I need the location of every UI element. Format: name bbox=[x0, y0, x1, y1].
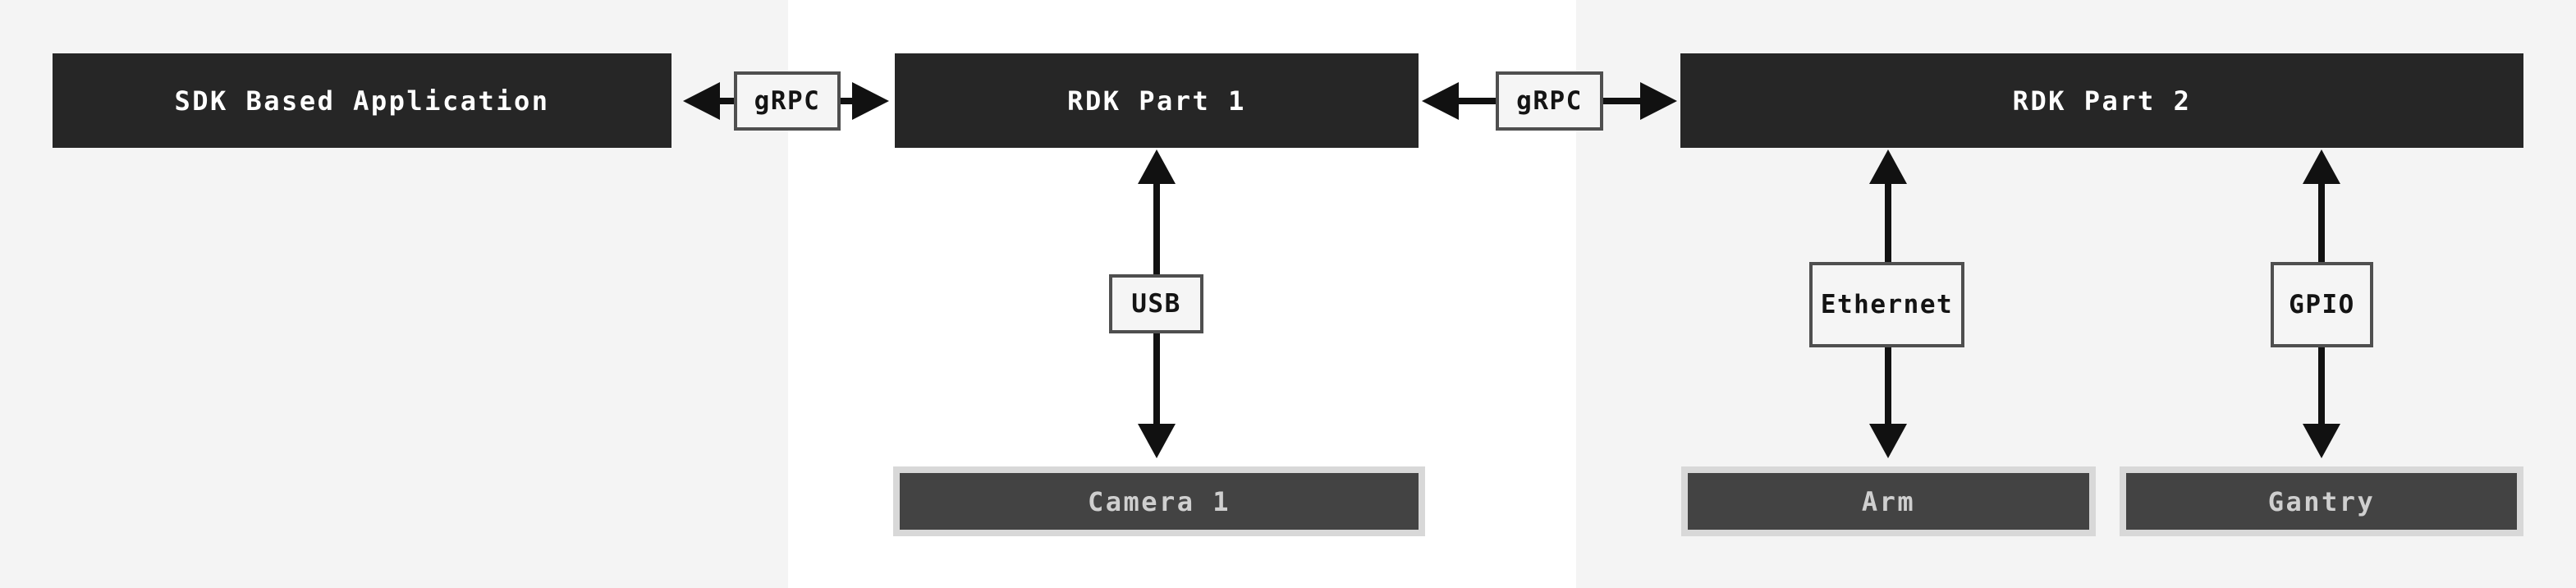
node-gantry: Gantry bbox=[2120, 466, 2523, 536]
arrowhead-down-icon bbox=[2303, 424, 2340, 458]
arrowhead-left-icon bbox=[1422, 82, 1459, 120]
connector-label-gpio: GPIO bbox=[2271, 262, 2373, 347]
node-sdk-based-application: SDK Based Application bbox=[53, 53, 672, 148]
arrowhead-left-icon bbox=[683, 82, 720, 120]
connector-label-usb: USB bbox=[1109, 274, 1203, 333]
arrowhead-right-icon bbox=[852, 82, 889, 120]
arrowhead-up-icon bbox=[1869, 149, 1907, 184]
arrowhead-down-icon bbox=[1138, 424, 1176, 458]
node-camera-1: Camera 1 bbox=[893, 466, 1425, 536]
arrowhead-down-icon bbox=[1869, 424, 1907, 458]
node-arm: Arm bbox=[1681, 466, 2096, 536]
arrowhead-up-icon bbox=[2303, 149, 2340, 184]
connector-label-ethernet: Ethernet bbox=[1809, 262, 1964, 347]
arrowhead-right-icon bbox=[1640, 82, 1677, 120]
node-rdk-part-2: RDK Part 2 bbox=[1680, 53, 2523, 148]
connector-label-grpc-1: gRPC bbox=[734, 71, 841, 131]
connector-label-grpc-2: gRPC bbox=[1496, 71, 1603, 131]
node-rdk-part-1: RDK Part 1 bbox=[895, 53, 1419, 148]
arrowhead-up-icon bbox=[1138, 149, 1176, 184]
